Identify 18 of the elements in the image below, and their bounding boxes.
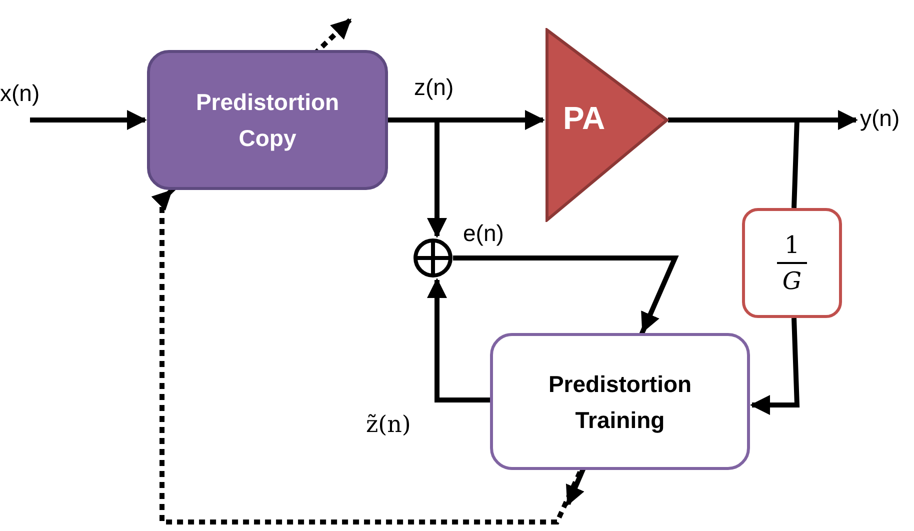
signal-label: z(n)	[414, 73, 454, 102]
signal-label: x(n)	[0, 79, 40, 108]
arrow	[750, 318, 800, 415]
arrow	[30, 110, 147, 130]
signal-label: z̃(n)	[366, 411, 411, 440]
signal-label: e(n)	[463, 219, 504, 248]
amplifier-label: PA	[563, 102, 606, 134]
fraction-numerator: 1	[784, 230, 800, 260]
arrow	[427, 278, 490, 402]
signal-label: y(n)	[860, 104, 900, 133]
arrow	[453, 256, 679, 333]
process-box	[490, 333, 750, 470]
fraction-denominator: G	[782, 266, 802, 296]
box-label: Predistortion Training	[547, 370, 693, 435]
box-label: Predistortion Copy	[194, 88, 340, 153]
dotted-arrow	[151, 189, 582, 524]
process-box	[147, 50, 388, 190]
gain-box	[742, 208, 842, 318]
